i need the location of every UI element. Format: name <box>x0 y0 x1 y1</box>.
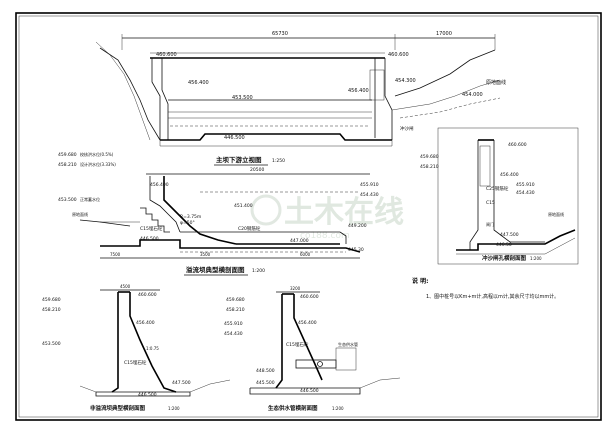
sp-el-455910: 455.910 <box>360 182 379 188</box>
watermark-subtext: co188.com <box>300 231 350 241</box>
ep-el-455910: 455.910 <box>224 321 243 327</box>
notes-block: 说 明: 1、图中桩号以Km+m计,高程以m计,其余尺寸均以mm计。 <box>412 277 559 300</box>
sp-label-check: 校核洪水位(0.5%) <box>80 151 114 157</box>
sp-dim-7500: 7500 <box>110 252 121 257</box>
no-slope: 1:0.75 <box>146 346 159 351</box>
sluice-gate-section: 460.600 456.400 459.680 458.210 455.910 … <box>420 127 579 265</box>
ep-label-pipe: 生态供水管 <box>338 341 358 347</box>
dim-total: 65730 <box>272 31 288 37</box>
title-ecopipe: 生态供水管横剖面图 <box>268 404 318 412</box>
title-nonoverflow: 非溢流坝典型横剖面图 <box>90 404 146 412</box>
no-el-460600: 460.600 <box>138 292 157 298</box>
label-ground-right: 原地面线 <box>486 79 506 86</box>
sl-el-458210: 458.210 <box>420 164 439 170</box>
sp-label-c20: C20钢筋砼 <box>238 225 261 232</box>
sl-label-c15: C15 <box>486 200 495 206</box>
notes-heading: 说 明: <box>412 277 429 285</box>
no-el-447500: 447.500 <box>172 380 191 386</box>
sl-el-446500: 446.50 <box>496 242 512 248</box>
el-446500: 446.500 <box>224 135 245 141</box>
scale-nonoverflow: 1:200 <box>168 406 180 411</box>
ep-el-456400: 456.400 <box>298 320 317 326</box>
el-454000: 454.000 <box>462 92 483 98</box>
sp-dim-3500: 3500 <box>200 252 211 257</box>
sl-el-459680: 459.680 <box>420 154 439 160</box>
dim-right: 17000 <box>436 31 452 37</box>
watermark: 土木在线 co188.com <box>250 194 404 241</box>
el-460600-a: 460.600 <box>156 52 177 58</box>
sp-label-normal: 正常蓄水位 <box>80 196 100 202</box>
sl-label-c25: C25钢筋砼 <box>486 185 509 192</box>
el-456400-a: 456.400 <box>188 80 209 86</box>
no-el-456400: 456.400 <box>136 320 155 326</box>
ep-el-446500: 446.500 <box>300 388 319 394</box>
title-sluice-section: 冲沙闸孔横剖面图 <box>482 254 527 262</box>
sp-label-r: R=3.75m <box>180 214 201 220</box>
ep-el-448500: 448.500 <box>256 368 275 374</box>
el-453500: 453.500 <box>232 95 253 101</box>
ep-el-460600: 460.600 <box>300 294 319 300</box>
sl-el-454430: 454.430 <box>516 190 535 196</box>
no-dim-4500: 4500 <box>120 284 131 289</box>
sl-el-460600: 460.600 <box>508 142 527 148</box>
sp-el-454430: 454.430 <box>360 192 379 198</box>
sp-el-456400: 456.400 <box>150 182 169 188</box>
sp-label-ground: 原地面线 <box>72 211 88 217</box>
sp-label-c15: C15埋石砼 <box>140 225 163 232</box>
sheet-inner-border <box>18 15 599 418</box>
scale-spillway-typical: 1:200 <box>252 268 265 274</box>
sp-el-449200: 449.200 <box>348 223 367 229</box>
sp-el-459680: 459.680 <box>58 152 77 158</box>
sl-el-456400: 456.400 <box>500 172 519 178</box>
el-460600-b: 460.600 <box>388 52 409 58</box>
sp-label-design: 设计洪水位(3.33%) <box>80 161 116 167</box>
sp-el-445300: 445.30 <box>348 247 364 253</box>
sp-el-446500: 446.500 <box>140 236 159 242</box>
el-456400-b: 456.400 <box>348 88 369 94</box>
sp-label-phi: φ=50° <box>180 220 195 226</box>
title-main-elevation: 主坝下游立视图 <box>216 155 262 164</box>
sheet-border <box>15 12 602 421</box>
spillway-typical-section: 459.680 校核洪水位(0.5%) 458.210 设计洪水位(3.33%)… <box>58 151 379 276</box>
sp-el-458210: 458.210 <box>58 162 77 168</box>
no-el-458210: 458.210 <box>42 307 61 313</box>
sp-el-451400: 451.400 <box>234 203 253 209</box>
sl-el-455910: 455.910 <box>516 182 535 188</box>
no-el-453500: 453.500 <box>42 341 61 347</box>
label-sand-gate: 冲沙闸 <box>400 125 414 132</box>
nonoverflow-section: 459.680 458.210 453.500 4500 460.600 456… <box>42 284 231 412</box>
el-454300: 454.300 <box>395 78 416 84</box>
sl-label-ground: 原地面线 <box>548 211 564 217</box>
ep-el-454430: 454.430 <box>224 331 243 337</box>
ep-el-458210: 458.210 <box>226 307 245 313</box>
ep-label-c15: C15埋石砼 <box>286 341 309 348</box>
notes-item-1: 1、图中桩号以Km+m计,高程以m计,其余尺寸均以mm计。 <box>426 293 559 300</box>
scale-sluice-section: 1:200 <box>530 256 542 261</box>
sl-el-447500: 447.500 <box>500 232 519 238</box>
no-el-446500: 446.500 <box>138 392 157 398</box>
no-el-459680: 459.680 <box>42 297 61 303</box>
sp-dim-20500: 20500 <box>250 167 264 173</box>
sp-el-453500: 453.500 <box>58 197 77 203</box>
watermark-text: 土木在线 <box>284 195 404 230</box>
title-spillway-typical: 溢流坝典型横剖面图 <box>186 265 245 274</box>
ep-dim-3200: 3200 <box>290 286 301 291</box>
scale-ecopipe: 1:200 <box>332 406 344 411</box>
sp-dim-6000: 6000 <box>300 252 311 257</box>
scale-main-elevation: 1:250 <box>272 158 285 164</box>
sl-label-gate: 闸门 <box>486 221 494 227</box>
ecopipe-section: 459.680 458.210 455.910 454.430 3200 460… <box>224 286 401 412</box>
ep-el-459680: 459.680 <box>226 297 245 303</box>
sp-el-447000: 447.000 <box>290 238 309 244</box>
main-dam-elevation: 65730 17000 460.600 460.600 456.400 456.… <box>95 31 506 166</box>
ep-el-445500: 445.500 <box>256 380 275 386</box>
no-label-c15: C15埋石砼 <box>124 359 147 366</box>
